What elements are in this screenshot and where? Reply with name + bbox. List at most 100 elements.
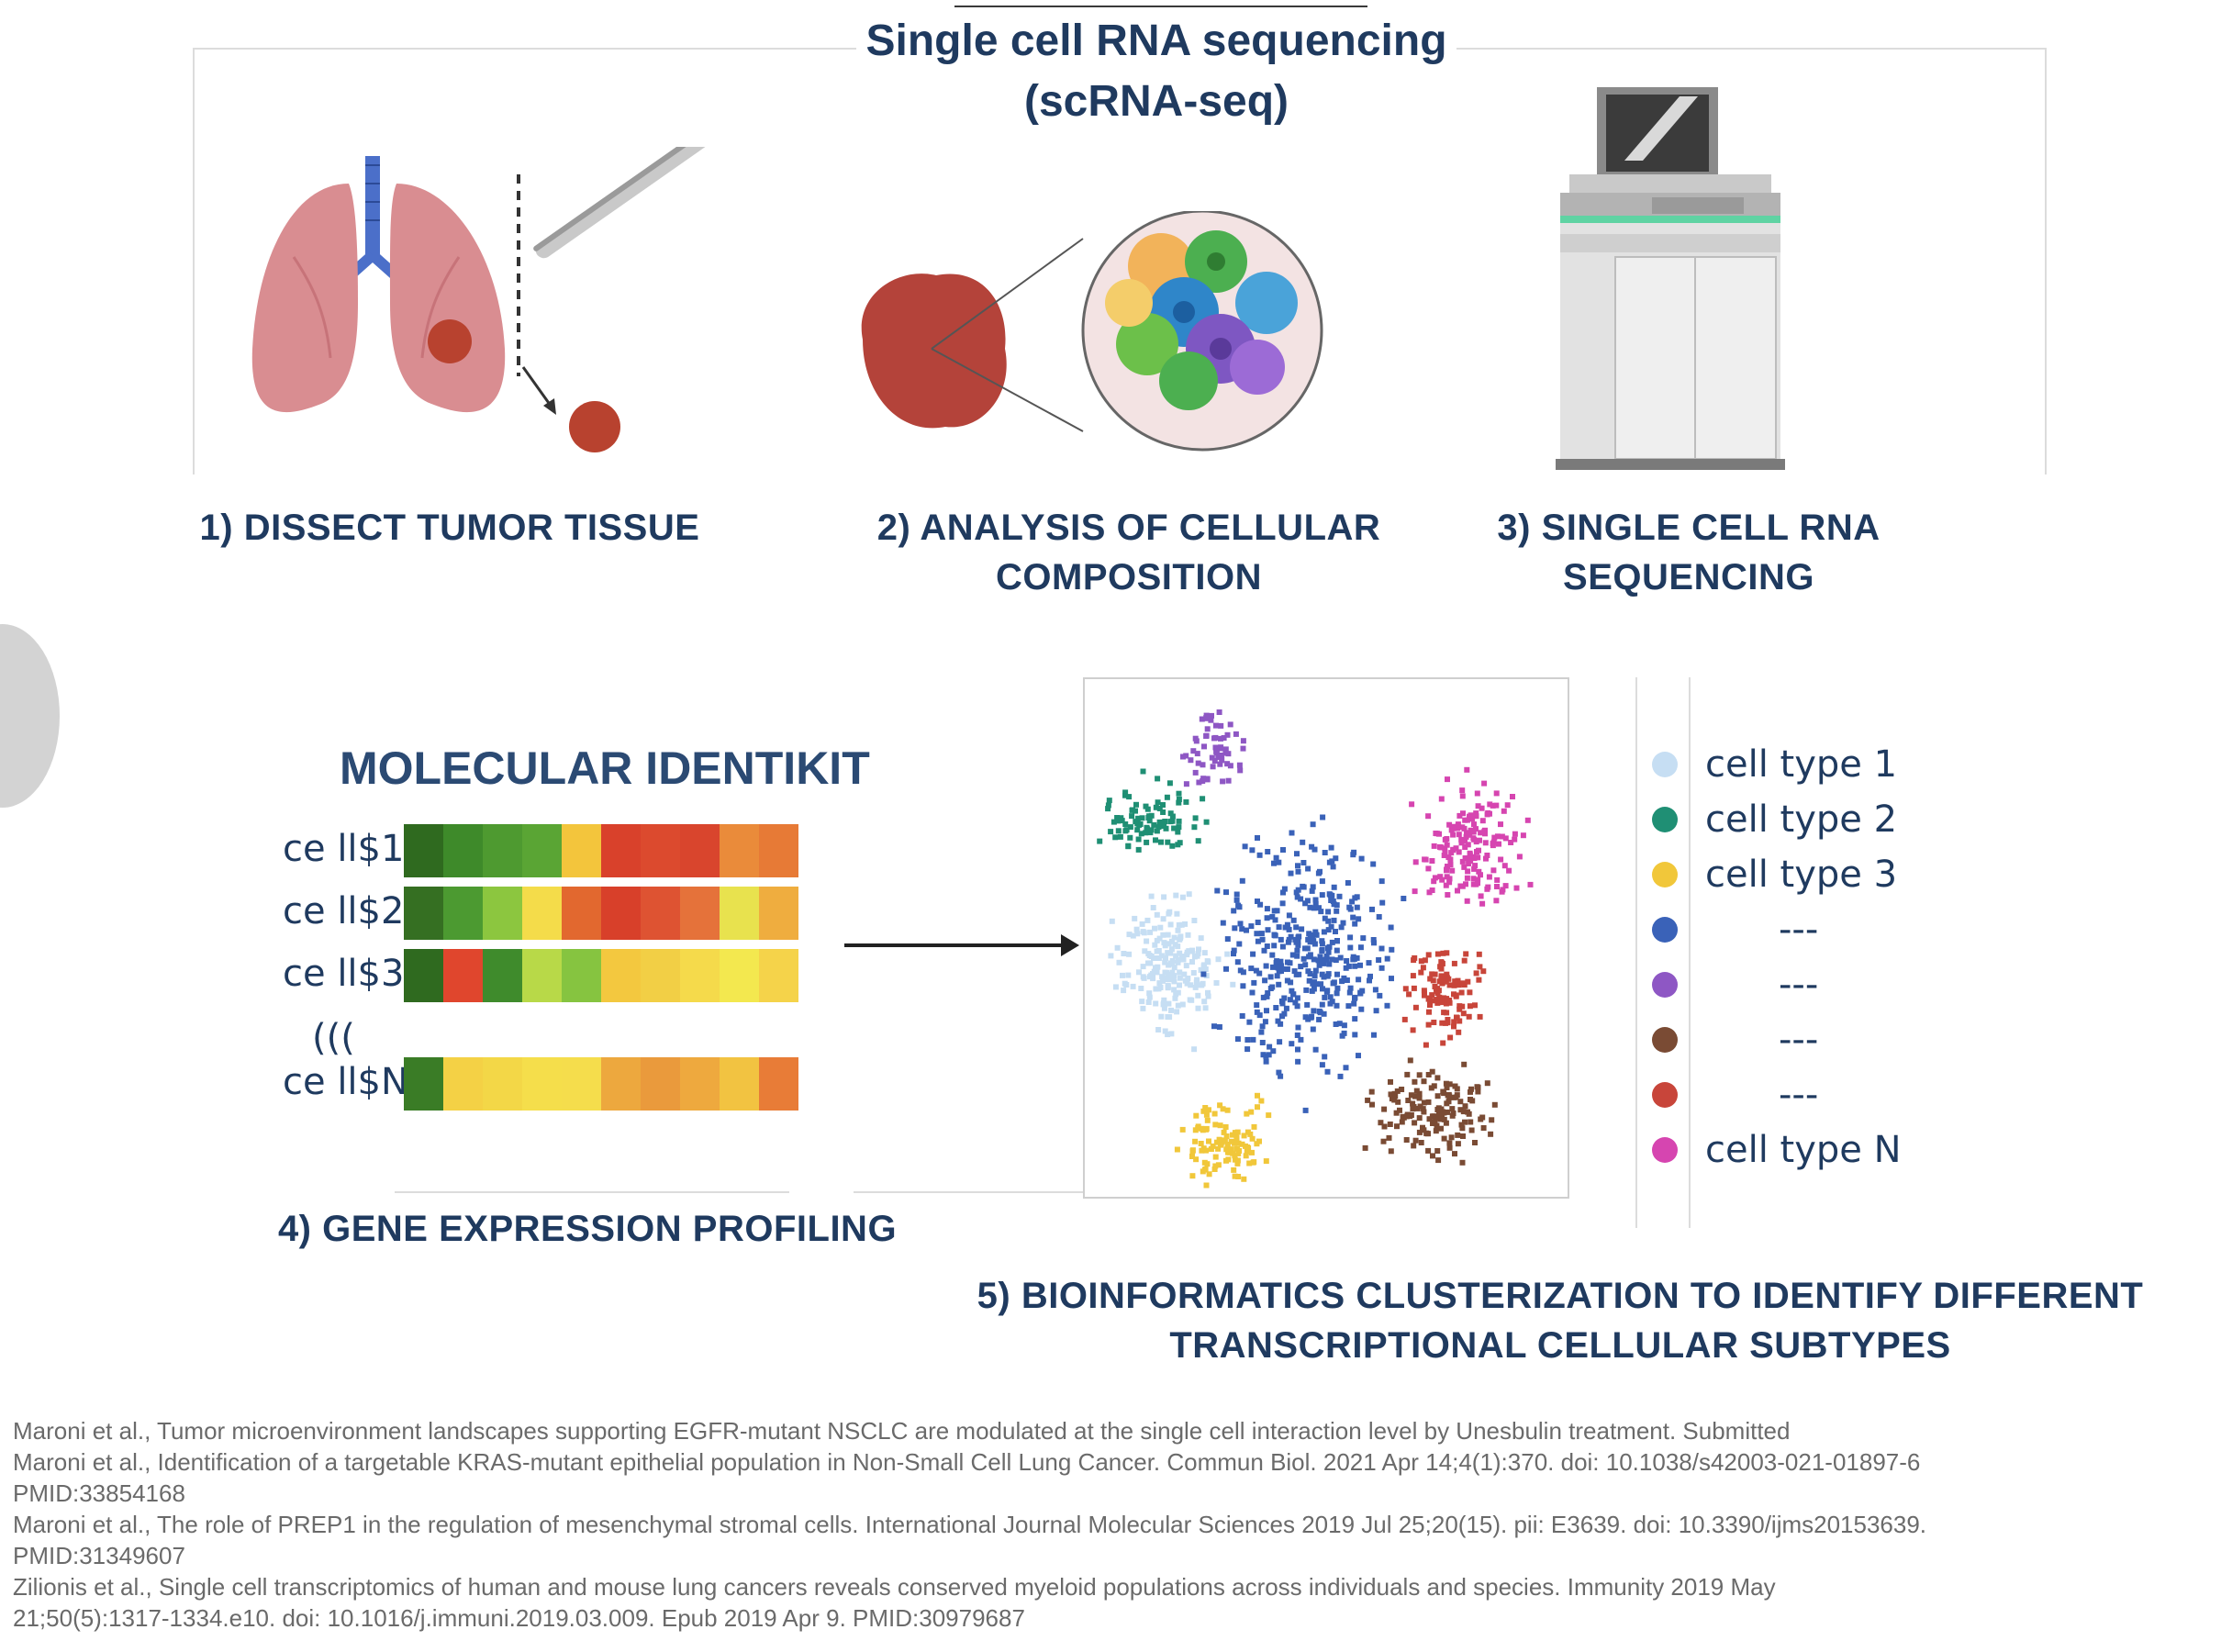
scatter-point	[1264, 915, 1270, 921]
scatter-point	[1193, 738, 1200, 744]
scatter-point	[1261, 947, 1267, 954]
legend-item: ---	[1652, 1072, 1818, 1118]
scatter-point	[1300, 839, 1306, 845]
scatter-point	[1289, 830, 1295, 836]
scatter-point	[1446, 879, 1453, 886]
scatter-point	[1477, 837, 1482, 843]
scatter-point	[1412, 859, 1419, 865]
scatter-point	[1246, 1160, 1253, 1166]
scatter-point	[1203, 1182, 1210, 1189]
scatter-point	[1151, 821, 1157, 828]
scatter-point	[1437, 874, 1444, 880]
scatter-point	[1200, 1127, 1206, 1133]
scatter-point	[1325, 971, 1332, 977]
scatter-point	[1329, 892, 1335, 899]
scatter-point	[1234, 1157, 1241, 1164]
scatter-point	[1259, 1040, 1266, 1045]
scatter-point	[1512, 831, 1518, 837]
legend-swatch	[1652, 1082, 1678, 1108]
scatter-point	[1225, 1156, 1232, 1163]
scatter-point	[1311, 938, 1317, 944]
scatter-point	[1144, 826, 1151, 832]
scatter-point	[1246, 1019, 1253, 1025]
scatter-point	[1275, 1018, 1281, 1024]
scatter-point	[1438, 844, 1445, 851]
scatter-point	[1311, 905, 1317, 911]
scatter-point	[1388, 1078, 1393, 1085]
scatter-point	[1430, 998, 1436, 1004]
scatter-point	[1138, 831, 1144, 837]
scatter-point	[1220, 1106, 1226, 1112]
scatter-point	[1464, 830, 1469, 836]
scatter-point	[1425, 813, 1432, 820]
heatmap-cell	[522, 1057, 562, 1111]
scatter-point	[1294, 995, 1300, 1001]
scatter-point	[1477, 964, 1483, 970]
scatter-point	[1239, 877, 1245, 884]
scatter-point	[1118, 815, 1124, 821]
scatter-point	[1344, 958, 1350, 964]
scatter-point	[1240, 969, 1246, 976]
scatter-point	[1434, 999, 1441, 1006]
plot-bottom-link	[854, 1191, 1083, 1193]
scatter-point	[1438, 1116, 1445, 1122]
scatter-point	[1265, 927, 1271, 933]
scatter-point	[1162, 943, 1168, 949]
scatter-point	[1430, 1153, 1435, 1159]
scatter-point	[1346, 989, 1353, 996]
scatter-point	[1260, 994, 1267, 1000]
scatter-point	[1449, 867, 1456, 874]
scatter-point	[1391, 1097, 1398, 1103]
scatter-point	[1295, 1058, 1301, 1065]
scatter-point	[1473, 813, 1479, 820]
scatter-point	[1370, 861, 1377, 867]
scatter-point	[1224, 761, 1231, 767]
scatter-point	[1491, 1101, 1498, 1108]
scatter-point	[1159, 974, 1166, 980]
scatter-point	[1470, 829, 1477, 835]
scatter-point	[1211, 1023, 1217, 1030]
scatter-point	[1456, 982, 1462, 988]
heatmap-cell	[404, 824, 443, 877]
scatter-point	[1244, 1037, 1251, 1043]
scatter-point	[1309, 933, 1315, 940]
scatter-point	[1295, 1024, 1301, 1031]
cell-row-label: ce ll$2	[283, 890, 405, 932]
scatter-point	[1176, 824, 1182, 831]
scatter-point	[1166, 910, 1172, 917]
scatter-point	[1478, 872, 1483, 878]
scatter-point	[1214, 887, 1221, 894]
scatter-point	[1418, 958, 1424, 965]
scatter-point	[1464, 817, 1470, 823]
scatter-point	[1225, 751, 1232, 757]
scatter-point	[1413, 1088, 1420, 1094]
scatter-point	[1148, 954, 1155, 959]
scatter-point	[1472, 1002, 1478, 1009]
scatter-point	[1459, 787, 1466, 794]
scatter-point	[1378, 878, 1385, 885]
scatter-point	[1458, 840, 1465, 846]
scatter-point	[1254, 931, 1260, 937]
scatter-point	[1444, 971, 1450, 977]
scatter-point	[1425, 1072, 1432, 1077]
scatter-point	[1357, 944, 1364, 951]
scatter-point	[1324, 988, 1331, 994]
scatter-point	[1155, 1027, 1162, 1032]
scatter-point	[1334, 902, 1340, 909]
scatter-point	[1473, 839, 1479, 845]
scatter-point	[1256, 1012, 1263, 1019]
scatter-point	[1405, 1098, 1412, 1103]
scatter-point	[1478, 1116, 1484, 1122]
scatter-point	[1237, 967, 1244, 974]
scatter-point	[1168, 1031, 1175, 1037]
scatter-point	[1249, 1149, 1255, 1155]
scatter-point	[1244, 1148, 1250, 1155]
scatter-point	[1312, 1046, 1319, 1053]
references: Maroni et al., Tumor microenvironment la…	[13, 1415, 2197, 1634]
scatter-point	[1265, 849, 1271, 854]
scatter-point	[1319, 947, 1325, 953]
scatter-point	[1241, 1133, 1247, 1139]
scatter-point	[1162, 819, 1168, 824]
scatter-point	[1520, 832, 1526, 839]
scatter-point	[1196, 779, 1202, 786]
